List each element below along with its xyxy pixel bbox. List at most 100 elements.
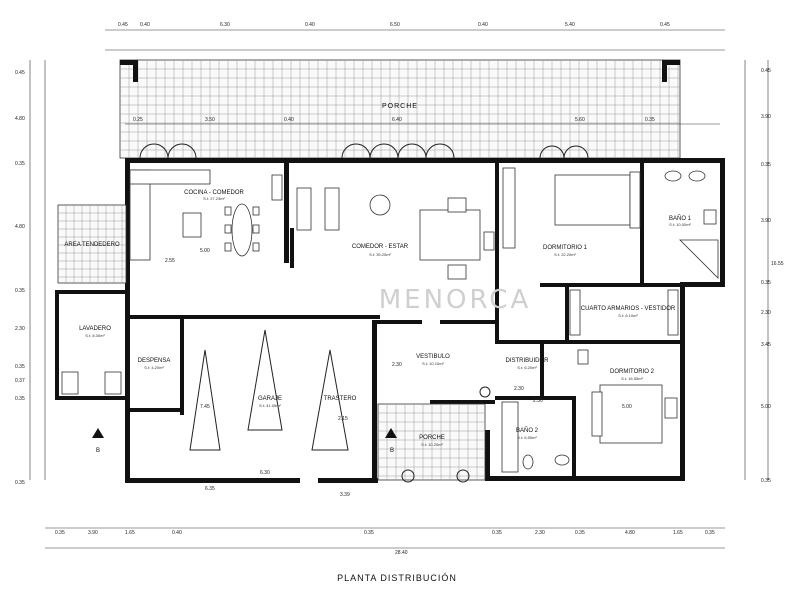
post-tr bbox=[662, 60, 680, 65]
section-marker-right: B bbox=[385, 428, 397, 454]
svg-text:2.30: 2.30 bbox=[761, 310, 771, 316]
plan-title: PLANTA DISTRIBUCIÓN bbox=[337, 573, 457, 583]
cuarto-armarios-label: CUARTO ARMARIOS - VESTIDOR bbox=[581, 306, 676, 312]
area-tendedero-label: AREA TENDEDERO bbox=[64, 242, 120, 248]
svg-text:2.15: 2.15 bbox=[338, 416, 348, 422]
top-window-arcs bbox=[139, 143, 589, 159]
interior-walls bbox=[128, 163, 685, 476]
lavadero-label: LAVADERO bbox=[79, 326, 111, 332]
svg-text:0.25: 0.25 bbox=[133, 117, 143, 123]
dormitorio1-furniture bbox=[502, 167, 641, 249]
dimension-lines bbox=[29, 29, 769, 549]
dormitorio2-area: S.t: 16.55m² bbox=[621, 376, 643, 381]
svg-text:0.35: 0.35 bbox=[15, 364, 25, 370]
svg-text:3.39: 3.39 bbox=[340, 492, 350, 498]
svg-text:0.40: 0.40 bbox=[140, 22, 150, 28]
svg-text:4.80: 4.80 bbox=[15, 116, 25, 122]
svg-text:0.35: 0.35 bbox=[15, 396, 25, 402]
svg-text:0.35: 0.35 bbox=[575, 530, 585, 536]
svg-text:6.30: 6.30 bbox=[220, 22, 230, 28]
garaje-label: GARAJE bbox=[258, 396, 282, 402]
exterior-walls bbox=[55, 158, 725, 483]
svg-text:5.00: 5.00 bbox=[200, 248, 210, 254]
lavadero-area: S.t: 8.30m² bbox=[85, 333, 105, 338]
svg-text:28.40: 28.40 bbox=[395, 550, 408, 556]
area-tendedero-tiles bbox=[57, 204, 127, 284]
svg-text:16.55: 16.55 bbox=[771, 261, 784, 267]
svg-text:2.30: 2.30 bbox=[535, 530, 545, 536]
despensa-area: S.t: 4.20m² bbox=[144, 365, 164, 370]
svg-text:0.40: 0.40 bbox=[305, 22, 315, 28]
svg-text:B: B bbox=[390, 448, 394, 454]
porch-top-tiles bbox=[119, 59, 681, 159]
distribuidor-area: S.t: 6.20m² bbox=[517, 365, 537, 370]
bano1-label: BAÑO 1 bbox=[669, 215, 692, 222]
bano1-fixtures bbox=[664, 170, 719, 279]
bano2-fixtures bbox=[501, 401, 570, 473]
cocina-label: COCINA - COMEDOR bbox=[184, 190, 244, 196]
dormitorio2-furniture bbox=[577, 349, 678, 444]
svg-text:3.50: 3.50 bbox=[205, 117, 215, 123]
svg-text:0.35: 0.35 bbox=[761, 280, 771, 286]
svg-text:7.45: 7.45 bbox=[200, 404, 210, 410]
vestibulo-label: VESTIBULO bbox=[416, 354, 450, 360]
svg-text:2.30: 2.30 bbox=[15, 326, 25, 332]
comedor-furniture bbox=[296, 187, 495, 280]
post-tr-v bbox=[662, 60, 667, 82]
svg-text:2.30: 2.30 bbox=[392, 362, 402, 368]
bano1-area: S.t: 10.00m² bbox=[669, 222, 691, 227]
svg-text:0.45: 0.45 bbox=[761, 68, 771, 74]
svg-text:B: B bbox=[96, 448, 100, 454]
svg-text:2.55: 2.55 bbox=[165, 258, 175, 264]
svg-text:0.45: 0.45 bbox=[660, 22, 670, 28]
lavadero-fixtures bbox=[61, 371, 122, 395]
svg-text:0.35: 0.35 bbox=[15, 288, 25, 294]
svg-text:5.00: 5.00 bbox=[622, 404, 632, 410]
vestibulo-area: S.t: 10.10m² bbox=[422, 361, 444, 366]
comedor-area: S.t: 39.20m² bbox=[369, 252, 391, 257]
svg-text:2.50: 2.50 bbox=[533, 398, 543, 404]
distribuidor-label: DISTRIBUIDOR bbox=[505, 358, 549, 364]
garaje-cars bbox=[189, 329, 349, 451]
bano2-label: BAÑO 2 bbox=[516, 427, 539, 434]
svg-text:0.45: 0.45 bbox=[118, 22, 128, 28]
porche-bottom-label: PORCHE bbox=[419, 435, 445, 441]
watermark: MENORCA bbox=[379, 285, 532, 315]
porche-top-label: PORCHE bbox=[382, 103, 418, 110]
svg-text:6.40: 6.40 bbox=[392, 117, 402, 123]
svg-text:5.60: 5.60 bbox=[575, 117, 585, 123]
dormitorio1-label: DORMITORIO 1 bbox=[543, 245, 588, 251]
svg-text:6.30: 6.30 bbox=[260, 470, 270, 476]
kitchen-furniture bbox=[129, 169, 283, 261]
svg-text:2.30: 2.30 bbox=[514, 386, 524, 392]
svg-text:1.65: 1.65 bbox=[673, 530, 683, 536]
svg-text:0.35: 0.35 bbox=[492, 530, 502, 536]
cocina-area: S.t: 27.23m² bbox=[203, 196, 225, 201]
porche-bottom-area: S.t: 10.20m² bbox=[421, 442, 443, 447]
bano2-area: S.t: 6.55m² bbox=[517, 435, 537, 440]
svg-text:4.80: 4.80 bbox=[625, 530, 635, 536]
dormitorio2-label: DORMITORIO 2 bbox=[610, 369, 655, 375]
svg-text:0.35: 0.35 bbox=[645, 117, 655, 123]
svg-text:0.45: 0.45 bbox=[15, 70, 25, 76]
svg-text:0.35: 0.35 bbox=[364, 530, 374, 536]
despensa-label: DESPENSA bbox=[138, 358, 171, 364]
svg-text:0.35: 0.35 bbox=[705, 530, 715, 536]
cuarto-armarios-area: S.t: 6.10m² bbox=[618, 313, 638, 318]
section-marker-left: B bbox=[92, 428, 104, 454]
dimension-texts: 0.45 0.40 6.30 0.40 6.50 0.40 5.40 0.45 … bbox=[15, 22, 784, 556]
armarios-closets bbox=[569, 289, 679, 336]
svg-text:0.40: 0.40 bbox=[172, 530, 182, 536]
svg-text:5.00: 5.00 bbox=[761, 404, 771, 410]
svg-text:0.35: 0.35 bbox=[15, 480, 25, 486]
comedor-label: COMEDOR - ESTAR bbox=[352, 244, 409, 250]
post-tl bbox=[120, 60, 138, 65]
svg-text:1.65: 1.65 bbox=[125, 530, 135, 536]
svg-text:3.90: 3.90 bbox=[761, 114, 771, 120]
post-tl-v bbox=[133, 60, 138, 82]
svg-text:3.90: 3.90 bbox=[88, 530, 98, 536]
svg-text:3.90: 3.90 bbox=[761, 218, 771, 224]
svg-text:0.40: 0.40 bbox=[478, 22, 488, 28]
svg-text:6.35: 6.35 bbox=[205, 486, 215, 492]
